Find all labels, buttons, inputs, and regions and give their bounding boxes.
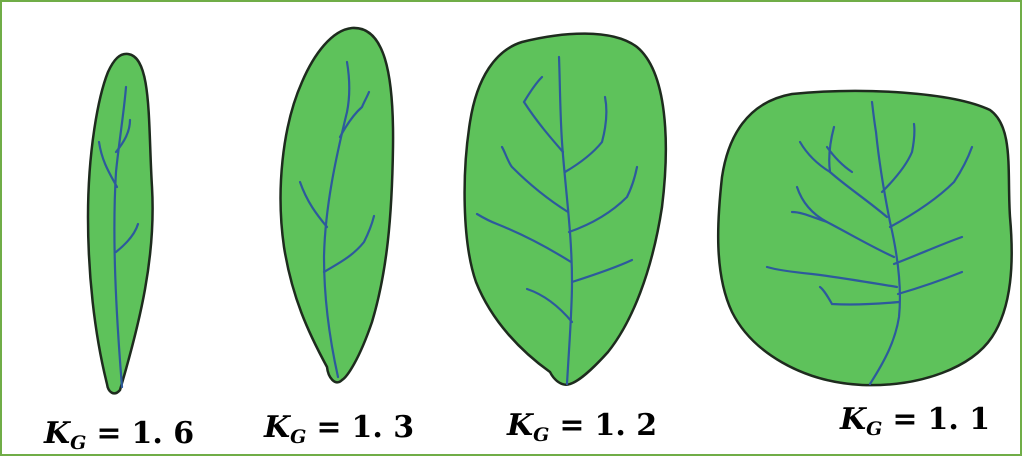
label-symbol: K — [840, 402, 866, 437]
label-symbol: K — [507, 408, 533, 443]
label-equals: = — [316, 410, 341, 445]
leaf-1 — [88, 54, 153, 393]
leaf-4-label: KG = 1. 1 — [840, 402, 990, 440]
leaf-3-label: KG = 1. 2 — [507, 408, 657, 446]
label-subscript: G — [70, 432, 86, 454]
label-equals: = — [96, 416, 121, 451]
label-subscript: G — [866, 418, 882, 440]
label-equals: = — [892, 402, 917, 437]
leaf-2 — [281, 28, 393, 382]
label-symbol: K — [264, 410, 290, 445]
label-symbol: K — [44, 416, 70, 451]
leaf-2-blade — [281, 28, 393, 382]
label-value: 1. 1 — [927, 402, 990, 437]
label-subscript: G — [533, 424, 549, 446]
leaf-3 — [465, 34, 666, 385]
label-value: 1. 3 — [351, 410, 414, 445]
leaf-4 — [718, 91, 1012, 385]
leaf-2-label: KG = 1. 3 — [264, 410, 414, 448]
label-equals: = — [559, 408, 584, 443]
label-value: 1. 6 — [131, 416, 194, 451]
leaf-1-label: KG = 1. 6 — [44, 416, 194, 454]
label-value: 1. 2 — [594, 408, 657, 443]
leaf-4-blade — [718, 91, 1012, 385]
label-subscript: G — [290, 426, 306, 448]
leaf-1-blade — [88, 54, 153, 393]
